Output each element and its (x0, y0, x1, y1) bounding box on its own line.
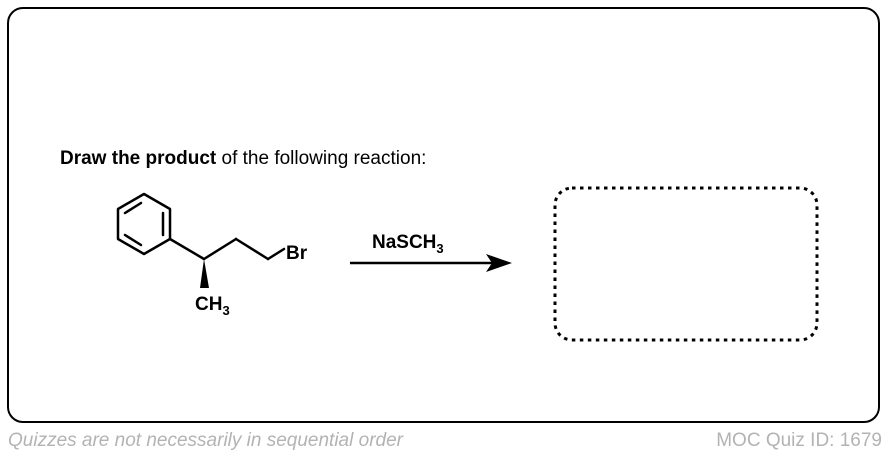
starting-material (116, 192, 286, 261)
footer-note: Quizzes are not necessarily in sequentia… (8, 430, 403, 451)
bond-c3-br (266, 247, 286, 261)
quiz-card (7, 7, 880, 423)
quiz-id: MOC Quiz ID: 1679 (716, 430, 882, 451)
bromine-label: Br (286, 243, 308, 264)
answer-box[interactable] (553, 186, 819, 342)
benzene-ring (116, 192, 172, 256)
question-prompt: Draw the product of the following reacti… (60, 148, 426, 170)
question-rest: of the following reaction: (216, 148, 427, 169)
methyl-label: CH3 (195, 294, 230, 318)
bond-c1-c2 (202, 237, 238, 261)
reagent-label: NaSCH3 (372, 232, 444, 256)
arrowhead (486, 254, 512, 272)
reaction-arrow (350, 254, 512, 272)
question-bold: Draw the product (60, 148, 217, 169)
wedge-bond (200, 259, 209, 288)
bond-c2-c3 (234, 237, 270, 261)
benzene-inner-bond-1 (123, 201, 143, 215)
benzene-inner-bond-3 (123, 233, 143, 247)
bond-ring-stereocenter (168, 237, 206, 261)
